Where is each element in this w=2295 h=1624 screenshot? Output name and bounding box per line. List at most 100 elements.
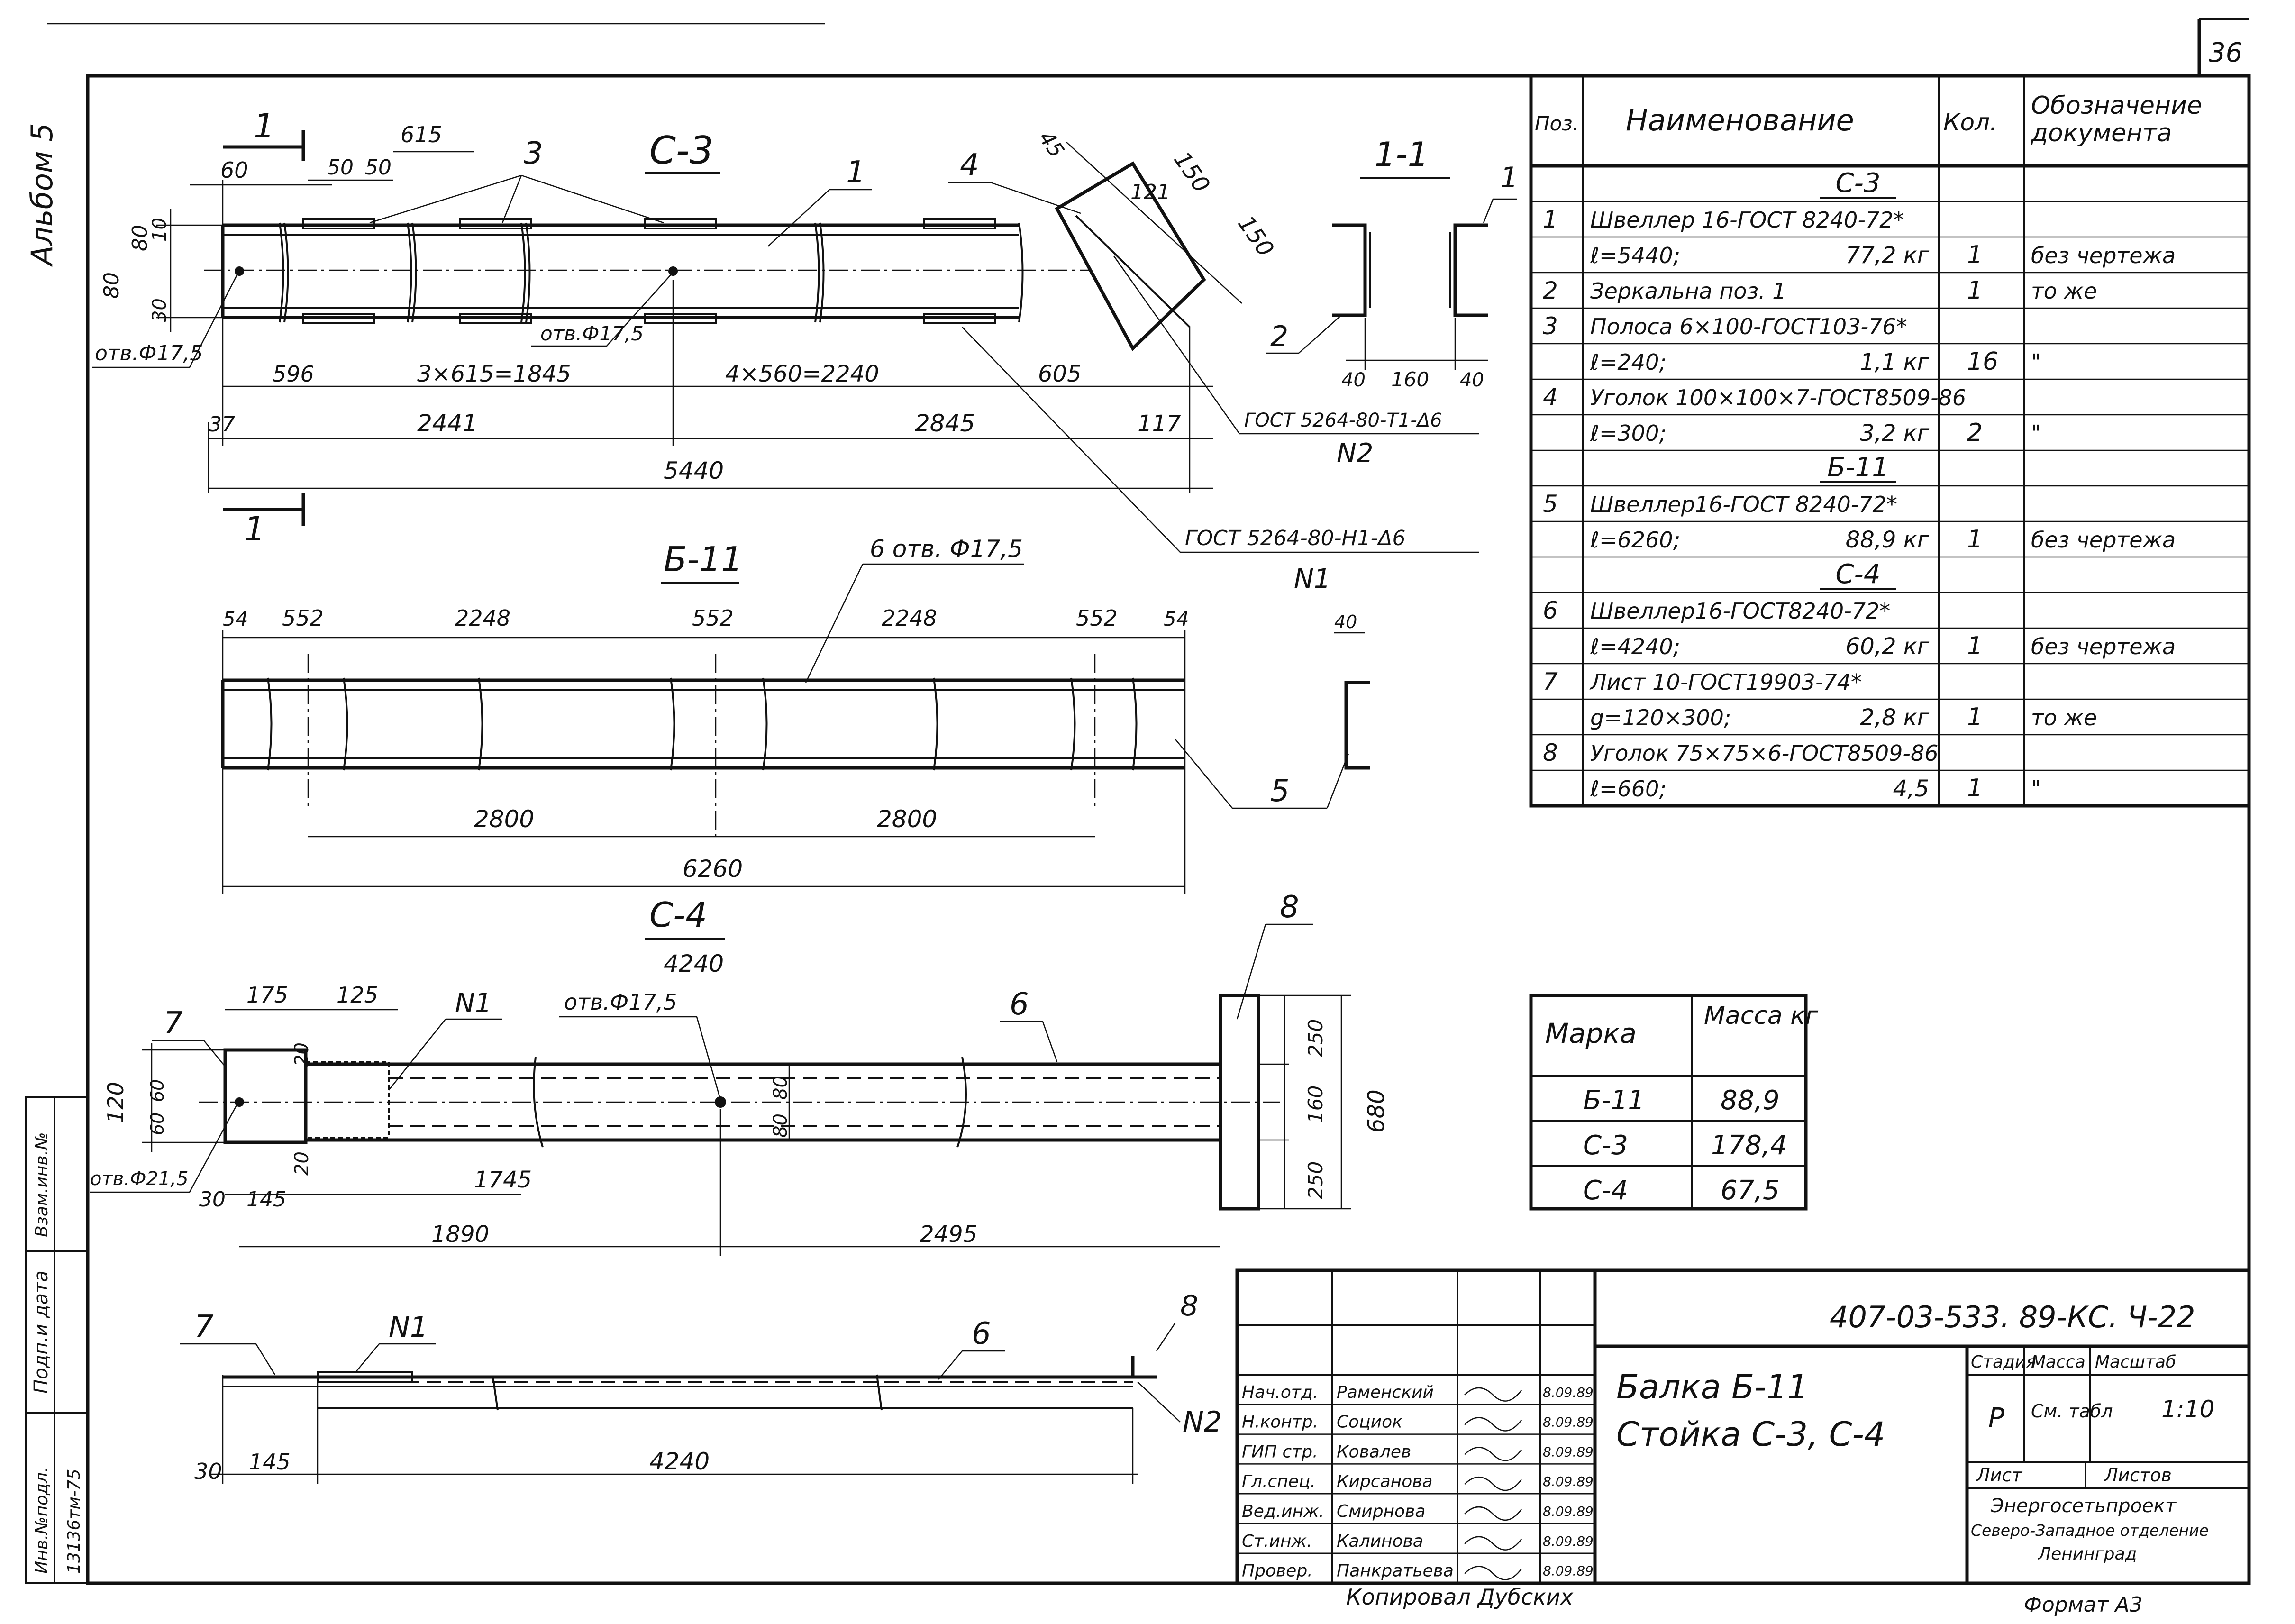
- b11-dim-top-1: 552: [282, 605, 324, 631]
- b11-dim-2800a: 2800: [474, 805, 534, 833]
- c3-title: С-3: [649, 128, 714, 173]
- c3-hole-label-left: отв.Ф17,5: [95, 341, 203, 365]
- tb-staff-name: Панкратьева: [1337, 1561, 1454, 1581]
- tb-staff-date: 8.09.89: [1543, 1414, 1594, 1430]
- tb-staff-date: 8.09.89: [1543, 1563, 1594, 1579]
- spec-row-qty: 1: [1967, 774, 1983, 803]
- b11-title: Б-11: [664, 539, 743, 579]
- copied-by: Копировал Дубских: [1346, 1584, 1574, 1610]
- tb-mass-h: Масса: [2031, 1352, 2086, 1372]
- spec-header-qty: Кол.: [1943, 109, 1997, 136]
- spec-row-name: Уголок 75×75×6-ГОСТ8509-86: [1590, 740, 1939, 766]
- c4-dim-80b: 80: [770, 1113, 792, 1138]
- stamp-inv-value: 13136тм-75: [64, 1469, 84, 1574]
- c4-dim-2495: 2495: [920, 1221, 977, 1248]
- tb-sheet-h: Лист: [1976, 1465, 2023, 1486]
- c4-callout-7: 7: [164, 1006, 183, 1041]
- c3-dim-3x615: 3×615=1845: [417, 361, 571, 387]
- c3-dim-615: 615: [401, 122, 442, 147]
- c4-callout-6: 6: [1010, 987, 1029, 1022]
- tb-staff-date: 8.09.89: [1543, 1504, 1594, 1519]
- c3-dim-80b: 80: [100, 272, 124, 299]
- tb-code: 407-03-533. 89-КС. Ч-22: [1830, 1300, 2195, 1334]
- c4-dim-175: 175: [246, 982, 288, 1008]
- stamp-replaces: Взам.инв.№: [32, 1132, 52, 1237]
- spec-row-name: Швеллер16-ГОСТ 8240-72*: [1590, 492, 1897, 517]
- tb-org1: Энергосетьпроект: [1990, 1495, 2177, 1517]
- tb-staff-name: Кирсанова: [1337, 1472, 1433, 1491]
- c4-dim-60b: 60: [147, 1113, 168, 1135]
- spec-row-pos: 8: [1543, 739, 1558, 766]
- spec-row-qty: 1: [1967, 632, 1983, 660]
- b11-dim-top-4: 2248: [882, 605, 937, 631]
- tb-staff-name: Смирнова: [1337, 1502, 1425, 1521]
- tb-staff-date: 8.09.89: [1543, 1533, 1594, 1549]
- spec-row-doc: без чертежа: [2031, 634, 2176, 659]
- section-1-1: 1-1 40 160 40 1 2: [1266, 135, 1518, 391]
- stamp-sign-date: Подп.и дата: [30, 1270, 52, 1394]
- sheet-number: 36: [2209, 37, 2242, 68]
- tb-staff-name: Калинова: [1337, 1532, 1423, 1551]
- tb-staff-role: Ст.инж.: [1242, 1532, 1312, 1551]
- c3-dimensions: [156, 142, 1242, 493]
- spec-row-name: Швеллер 16-ГОСТ 8240-72*: [1590, 207, 1904, 233]
- c3-callout-4: 4: [960, 148, 979, 183]
- mass-row-2-mark: С-4: [1583, 1175, 1628, 1206]
- signature-mark: [1464, 1566, 1522, 1580]
- spec-row-qty: 16: [1967, 347, 1998, 376]
- spec-row-doc: без чертежа: [2031, 243, 2176, 268]
- c3-dim-50b: 50: [365, 155, 392, 180]
- mass-table: Марка Масса кг Б-11 88,9 С-3 178,4 С-4 6…: [1529, 994, 1819, 1211]
- c3-dim-150a: 150: [1168, 147, 1215, 198]
- c4-hole21-label: отв.Ф21,5: [90, 1168, 189, 1190]
- tb-staff-role: Вед.инж.: [1242, 1502, 1324, 1521]
- c4-dim-125: 125: [337, 982, 378, 1008]
- c3-dim-150b: 150: [1232, 211, 1279, 262]
- spec-row-mass: 60,2 кг: [1846, 633, 1930, 660]
- c4side-dim-4240: 4240: [649, 1448, 710, 1475]
- b11-dim-top-3: 552: [692, 605, 734, 631]
- album-label: Альбом 5: [25, 123, 59, 267]
- sec11-title: 1-1: [1375, 135, 1429, 174]
- spec-row-doc: ": [2031, 776, 2041, 802]
- spec-row-name: ℓ=6260;: [1590, 527, 1680, 553]
- c4-n1: N1: [455, 988, 492, 1019]
- spec-row-name: Зеркальна поз. 1: [1590, 278, 1786, 304]
- c4side-callout-8: 8: [1180, 1289, 1198, 1323]
- spec-row-name: Полоса 6×100-ГОСТ103-76*: [1590, 314, 1907, 339]
- c3-weld2-n: N2: [1337, 438, 1374, 469]
- mass-row-2-mass: 67,5: [1721, 1175, 1780, 1206]
- c4-dim-4240-top: 4240: [664, 950, 724, 977]
- b11-view: Б-11 6 отв. Ф17,5 54 552 2248 552 2248 5…: [221, 535, 1370, 894]
- spec-row-qty: 2: [1967, 419, 1983, 447]
- c4-view: С-4 4240 175 125 N1 отв.Ф17,5: [90, 890, 1390, 1256]
- c4-dim-20b: 20: [291, 1151, 313, 1176]
- signature-mark: [1464, 1506, 1522, 1521]
- spec-row-mass: 2,8 кг: [1860, 704, 1930, 731]
- c4-dim-145: 145: [246, 1187, 286, 1212]
- spec-row-pos: 4: [1543, 383, 1558, 411]
- tb-org3: Ленинград: [2037, 1544, 2137, 1564]
- tb-sheets-h: Листов: [2104, 1465, 2172, 1486]
- spec-row-group: Б-11: [1827, 452, 1889, 483]
- c4side-dim-30: 30: [194, 1459, 222, 1484]
- signature-mark: [1464, 1477, 1522, 1491]
- c4-callout-8: 8: [1280, 890, 1299, 925]
- c3-section-mark-bottom: 1: [244, 510, 265, 548]
- spec-header-pos: Поз.: [1535, 112, 1579, 135]
- c4-title: С-4: [649, 895, 707, 935]
- signature-mark: [1464, 1387, 1522, 1402]
- tb-staff-name: Ковалев: [1337, 1442, 1411, 1461]
- b11-dim-top-5: 552: [1076, 605, 1118, 631]
- c4-dim-60a: 60: [147, 1079, 168, 1102]
- sheet-frame: [86, 18, 2251, 1585]
- spec-row-qty: 1: [1967, 703, 1983, 731]
- tb-staff-role: Провер.: [1242, 1561, 1313, 1581]
- signature-mark: [1464, 1417, 1522, 1432]
- sec11-dim-160: 160: [1391, 368, 1429, 391]
- spec-row-pos: 6: [1543, 597, 1558, 624]
- spec-row-mass: 1,1 кг: [1860, 349, 1930, 375]
- spec-row-group: С-3: [1836, 168, 1881, 199]
